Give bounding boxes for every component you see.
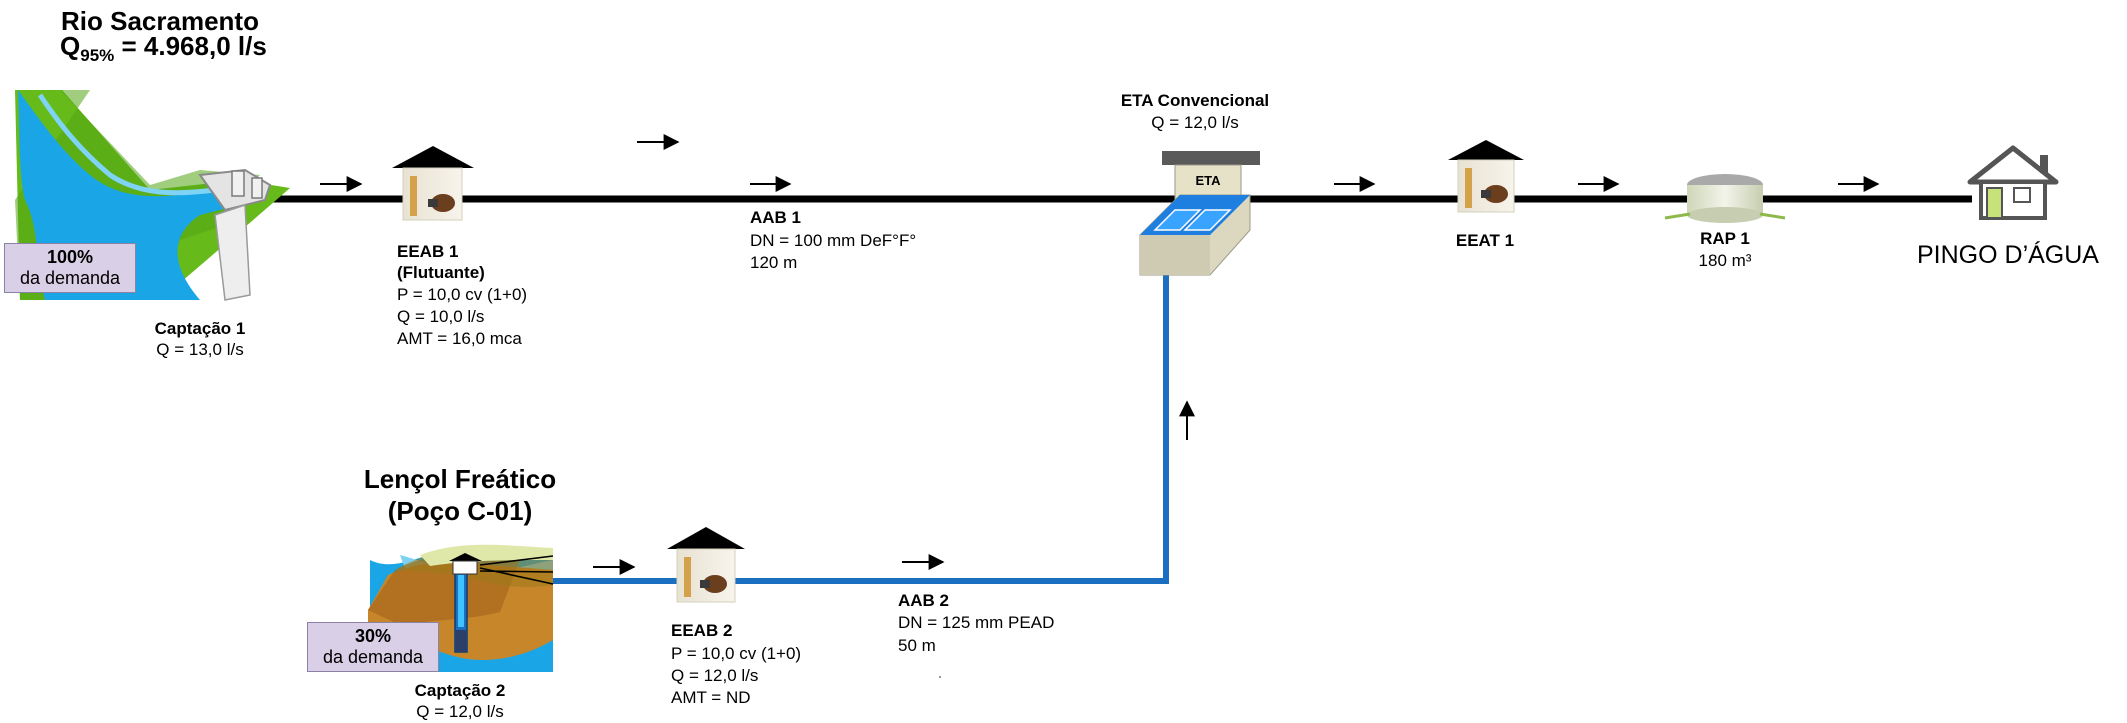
river-flow-prefix: Q (60, 31, 81, 61)
eeab1-power: P = 10,0 cv (1+0) (397, 285, 528, 304)
rap1-name: RAP 1 (1700, 229, 1750, 248)
aquifer-title-line1: Lençol Freático (363, 464, 557, 494)
eeab1-name: EEAB 1 (397, 242, 459, 261)
pump-house-eeab2 (667, 527, 745, 603)
pump-house-eeat1 (1448, 140, 1524, 213)
eta-flow: Q = 12,0 l/s (1151, 113, 1239, 132)
river-flow-subscript: 95% (80, 46, 115, 65)
aab2-dn: DN = 125 mm PEAD (898, 613, 1055, 632)
eeab2-name: EEAB 2 (671, 621, 733, 640)
aab1-length: 120 m (750, 253, 798, 272)
eeab2-power: P = 10,0 cv (1+0) (671, 644, 802, 663)
aab2-name: AAB 2 (898, 591, 950, 610)
rap1-volume: 180 m³ (1698, 251, 1752, 270)
aquifer-title-line2: (Poço C-01) (387, 496, 533, 526)
pump-house-eeab1 (392, 146, 474, 221)
river-flow: Q95% = 4.968,0 l/s (60, 33, 267, 66)
captacao1-name: Captação 1 (154, 319, 246, 338)
aab2-length: 50 m (898, 636, 936, 655)
demand-text: da demanda (322, 647, 424, 667)
eeab1-flow: Q = 10,0 l/s (397, 307, 485, 326)
eeab1-amt: AMT = 16,0 mca (397, 329, 522, 348)
demand-badge-captacao2: 30% da demanda (307, 622, 439, 672)
flow-arrows (320, 134, 1880, 575)
demand-text: da demanda (19, 268, 121, 288)
eta-name: ETA Convencional (1120, 91, 1270, 110)
house-icon (1967, 145, 2059, 220)
stray-dot (939, 676, 941, 678)
eeab2-amt: AMT = ND (671, 688, 751, 707)
captacao2-flow: Q = 12,0 l/s (416, 702, 504, 721)
reservoir-rap1 (1664, 174, 1786, 223)
river-flow-value: = 4.968,0 l/s (121, 31, 267, 61)
demand-pct: 100% (46, 247, 94, 267)
eeab1-sub: (Flutuante) (397, 263, 485, 282)
eta-roof-label: ETA (1195, 173, 1221, 188)
well-pipeline (553, 272, 1169, 584)
eta-plant-illustration: ETA (1139, 151, 1260, 276)
captacao2-name: Captação 2 (414, 681, 506, 700)
captacao1-flow: Q = 13,0 l/s (156, 340, 244, 359)
eeat1-name: EEAT 1 (1455, 231, 1515, 250)
demand-badge-captacao1: 100% da demanda (4, 243, 136, 293)
demand-pct: 30% (354, 626, 392, 646)
aab1-name: AAB 1 (750, 208, 802, 227)
destination-name: PINGO D’ÁGUA (1917, 241, 2099, 269)
eeab2-flow: Q = 12,0 l/s (671, 666, 759, 685)
aab1-dn: DN = 100 mm DeF°F° (750, 231, 917, 250)
river-title: Rio Sacramento (61, 6, 259, 36)
